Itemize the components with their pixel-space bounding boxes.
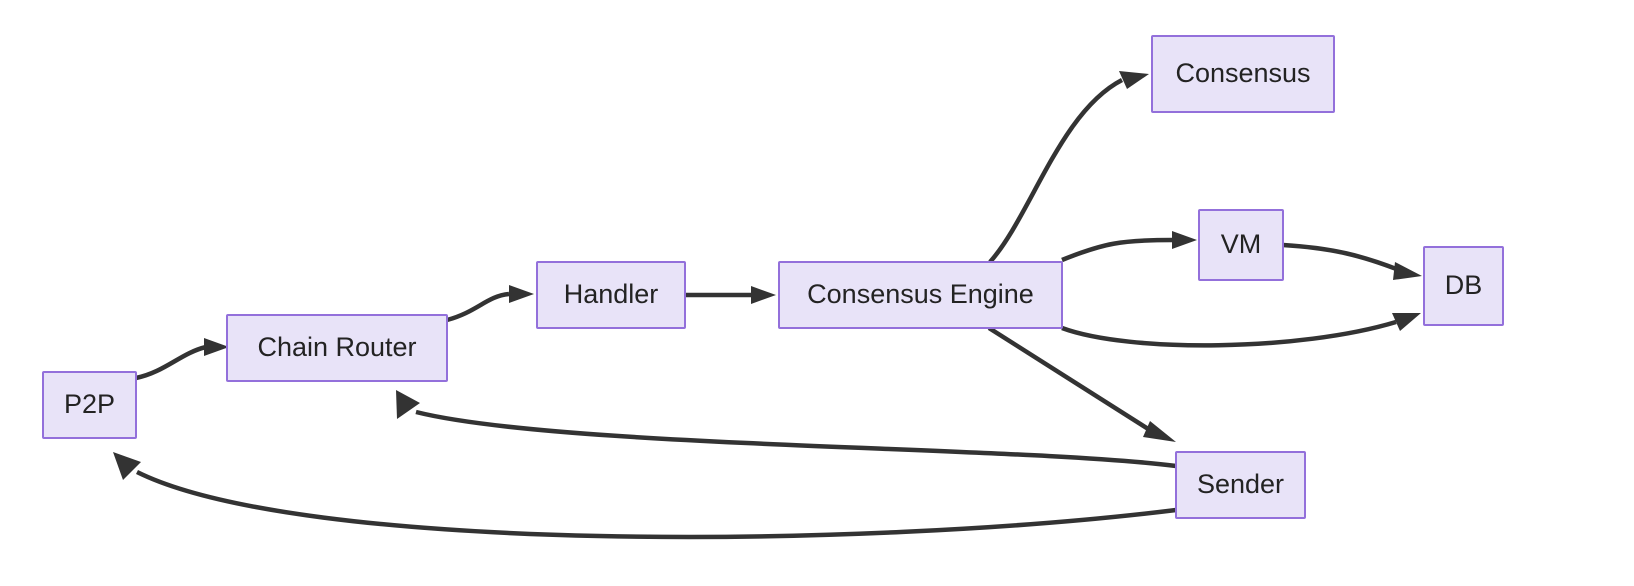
edge-chain-router-to-handler[interactable] xyxy=(446,285,534,323)
node-vm-label: VM xyxy=(1221,229,1262,259)
node-layer: P2P Chain Router Handler Consensus Engin… xyxy=(42,35,1504,519)
node-sender-label: Sender xyxy=(1197,469,1284,499)
edge-sender-to-chain-router[interactable] xyxy=(396,390,1177,469)
node-consensus-shape[interactable] xyxy=(1151,35,1335,113)
node-db[interactable]: DB xyxy=(1423,246,1504,326)
edge-consensus-engine-to-vm[interactable] xyxy=(1061,231,1197,263)
edge-vm-to-db[interactable] xyxy=(1282,242,1422,280)
node-p2p-shape[interactable] xyxy=(42,371,137,439)
node-db-shape[interactable] xyxy=(1423,246,1504,326)
node-db-label: DB xyxy=(1445,270,1483,300)
node-consensus-engine[interactable]: Consensus Engine xyxy=(778,261,1063,329)
node-sender[interactable]: Sender xyxy=(1175,451,1306,519)
node-vm[interactable]: VM xyxy=(1198,209,1284,281)
edge-sender-to-p2p[interactable] xyxy=(113,452,1177,540)
node-p2p-label: P2P xyxy=(64,389,115,419)
edge-consensus-engine-to-sender[interactable] xyxy=(987,326,1176,442)
node-consensus-engine-shape[interactable] xyxy=(778,261,1063,329)
node-consensus-engine-label: Consensus Engine xyxy=(807,279,1034,309)
edge-layer xyxy=(113,71,1422,540)
edge-consensus-engine-to-consensus[interactable] xyxy=(988,71,1149,264)
node-consensus[interactable]: Consensus xyxy=(1151,35,1335,113)
edge-p2p-to-chain-router[interactable] xyxy=(135,338,229,381)
node-p2p[interactable]: P2P xyxy=(42,371,137,439)
node-handler-label: Handler xyxy=(564,279,659,309)
node-consensus-label: Consensus xyxy=(1175,58,1310,88)
node-handler-shape[interactable] xyxy=(536,261,686,329)
node-chain-router-shape[interactable] xyxy=(226,314,448,382)
edge-handler-to-consensus-engine[interactable] xyxy=(685,286,776,304)
node-handler[interactable]: Handler xyxy=(536,261,686,329)
node-sender-shape[interactable] xyxy=(1175,451,1306,519)
edge-consensus-engine-to-db[interactable] xyxy=(1061,313,1421,348)
node-vm-shape[interactable] xyxy=(1198,209,1284,281)
node-chain-router-label: Chain Router xyxy=(257,332,416,362)
node-chain-router[interactable]: Chain Router xyxy=(226,314,448,382)
